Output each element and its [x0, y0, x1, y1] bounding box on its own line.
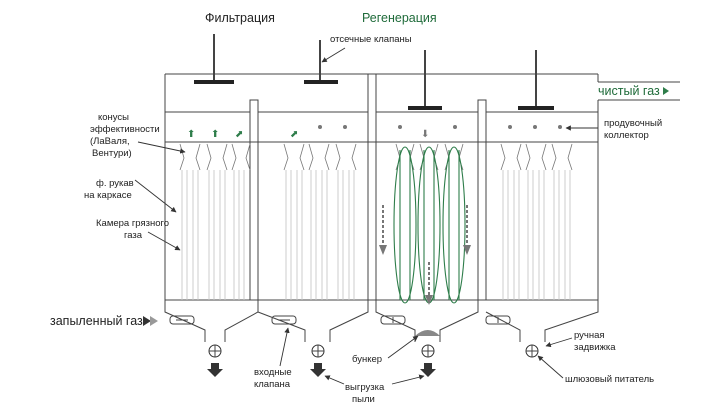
- svg-text:⬆: ⬆: [211, 129, 219, 140]
- svg-text:Вентури): Вентури): [92, 148, 132, 159]
- sluice-feeder-label: шлюзовый питатель: [565, 374, 654, 385]
- section-1-bags: ⬆ ⬆ ⬈: [179, 129, 251, 300]
- svg-text:входные: входные: [254, 367, 292, 378]
- filter-housing: [164, 73, 680, 301]
- svg-text:на каркасе: на каркасе: [84, 190, 132, 201]
- shutoff-valves-label: отсечные клапаны: [330, 34, 412, 45]
- hoppers: [164, 300, 599, 342]
- svg-text:конусы: конусы: [98, 112, 129, 123]
- svg-text:ф. рукав: ф. рукав: [96, 178, 134, 189]
- svg-text:Камера грязного: Камера грязного: [96, 218, 169, 229]
- dust-discharge-label: выгрузка пыли: [345, 382, 385, 405]
- section-3-bags-regeneration: ⬇: [379, 125, 471, 305]
- svg-text:выгрузка: выгрузка: [345, 382, 385, 393]
- svg-text:⬈: ⬈: [290, 129, 298, 140]
- dusty-gas-arrow-icon-2: [150, 316, 158, 326]
- svg-text:коллектор: коллектор: [604, 130, 649, 141]
- svg-text:пыли: пыли: [352, 394, 375, 405]
- manual-gate-label: ручная задвижка: [574, 330, 616, 353]
- sluice-feeders: [207, 344, 539, 377]
- inlet-valves: [169, 315, 511, 325]
- hopper-label: бункер: [352, 354, 382, 365]
- purge-collector-label: продувочный коллектор: [604, 118, 662, 141]
- svg-text:задвижка: задвижка: [574, 342, 616, 353]
- dusty-gas-arrow-icon: [143, 316, 151, 326]
- svg-text:эффективности: эффективности: [90, 124, 160, 135]
- regeneration-title: Регенерация: [362, 11, 437, 25]
- svg-text:клапана: клапана: [254, 379, 291, 390]
- clean-gas-arrow-icon: [663, 87, 669, 95]
- svg-text:продувочный: продувочный: [604, 118, 662, 129]
- svg-text:⬆: ⬆: [187, 129, 195, 140]
- dirty-gas-chamber-label: Камера грязного газа: [96, 218, 169, 241]
- efficiency-cones-label: конусы эффективности (ЛаВаля, Вентури): [90, 112, 160, 159]
- svg-text:ручная: ручная: [574, 330, 605, 341]
- dusty-gas-label: запыленный газ: [50, 314, 143, 328]
- section-4-bags: [500, 125, 573, 300]
- svg-text:⬈: ⬈: [235, 129, 243, 140]
- svg-text:(ЛаВаля,: (ЛаВаля,: [90, 136, 130, 147]
- svg-text:⬇: ⬇: [421, 129, 429, 140]
- frame-bag-label: ф. рукав на каркасе: [84, 178, 134, 201]
- shutoff-valves: [194, 34, 554, 110]
- inlet-valves-label: входные клапана: [254, 367, 292, 390]
- section-2-bags: ⬈: [283, 125, 357, 300]
- filtration-title: Фильтрация: [205, 11, 275, 25]
- clean-gas-label: чистый газ: [598, 84, 660, 98]
- svg-text:газа: газа: [124, 230, 143, 241]
